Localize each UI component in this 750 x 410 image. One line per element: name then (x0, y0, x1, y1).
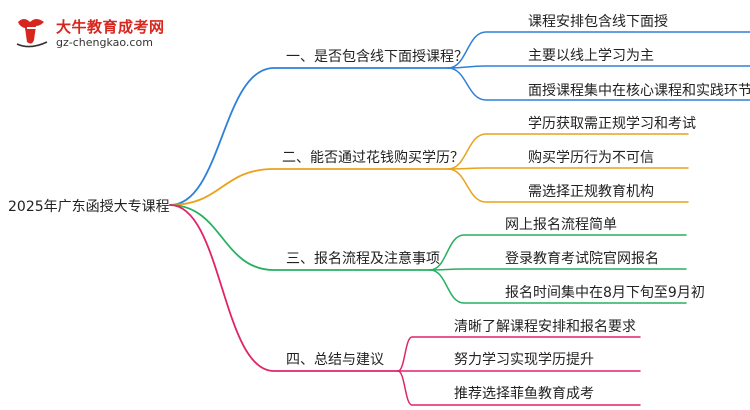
branch-2-leaf-3-connector (447, 168, 689, 203)
branch-3-leaf-1-connector (429, 234, 687, 271)
branch-2-connector (169, 168, 449, 206)
branch-1-label: 一、是否包含线下面授课程？ (286, 49, 468, 65)
branch-2-leaf-1-connector (447, 133, 689, 170)
bull-logo-icon (16, 19, 48, 48)
branch-1-leaf-1-connector (447, 31, 750, 69)
branch-1-leaf-3-connector (447, 67, 750, 101)
branch-3-leaf-2: 登录教育考试院官网报名 (505, 251, 659, 267)
branch-3-leaf-2-connector (429, 268, 687, 271)
branch-2-leaf-1: 学历获取需正规学习和考试 (528, 116, 696, 132)
branch-3-label: 三、报名流程及注意事项 (286, 251, 440, 267)
logo-name: 大牛教育成考网 (56, 18, 165, 36)
branch-1-leaf-2: 主要以线上学习为主 (528, 48, 654, 64)
root-node: 2025年广东函授大专课程 (8, 199, 170, 215)
logo-url: gz-chengkao.com (56, 36, 153, 49)
branch-4-leaf-1: 清晰了解课程安排和报名要求 (454, 319, 636, 335)
branch-4-leaf-1-connector (397, 336, 641, 372)
logo: 大牛教育成考网 gz-chengkao.com (14, 14, 214, 54)
branch-4-connector (169, 204, 399, 372)
branch-4-label: 四、总结与建议 (286, 352, 384, 368)
branch-2-leaf-2-connector (447, 167, 689, 170)
branch-3-leaf-1: 网上报名流程简单 (505, 217, 617, 233)
branch-4-leaf-2: 努力学习实现学历提升 (454, 352, 594, 368)
branch-2-label: 二、能否通过花钱购买学历？ (282, 150, 464, 166)
branch-2-leaf-2: 购买学历行为不可信 (528, 150, 654, 166)
branch-2-leaf-3: 需选择正规教育机构 (528, 184, 654, 200)
branch-1-leaf-1: 课程安排包含线下面授 (528, 14, 668, 30)
branch-4-leaf-3-connector (397, 370, 641, 406)
branch-1-connector (169, 67, 449, 206)
branch-4-leaf-3: 推荐选择菲鱼教育成考 (454, 386, 594, 402)
branch-1-leaf-3: 面授课程集中在核心课程和实践环节 (528, 83, 750, 99)
branch-3-leaf-3: 报名时间集中在8月下旬至9月初 (505, 285, 705, 301)
branch-3-leaf-3-connector (429, 269, 687, 304)
branch-3-connector (169, 204, 431, 271)
branch-1-leaf-2-connector (447, 65, 750, 69)
